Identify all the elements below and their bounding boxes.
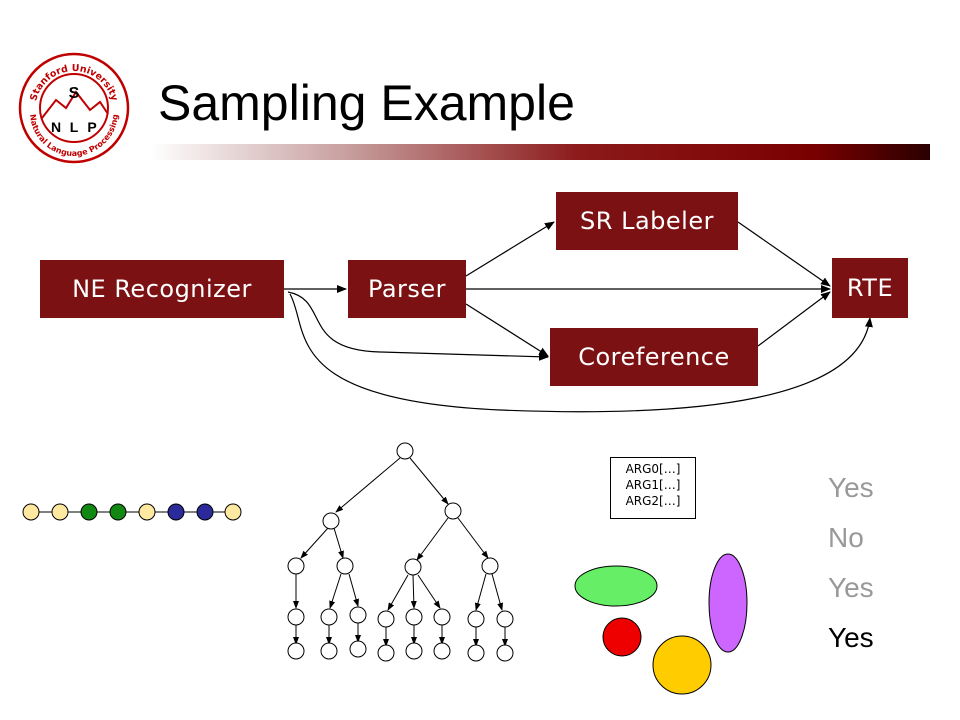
parser-box: Parser	[348, 260, 466, 318]
rte-answers: Yes No Yes Yes	[828, 472, 874, 672]
tree-node	[467, 610, 485, 628]
parse-tree	[293, 457, 508, 647]
tree-node	[496, 610, 514, 628]
tree-node	[396, 442, 414, 460]
srl-arg1: ARG1[…]	[625, 478, 681, 492]
tree-node	[287, 557, 305, 575]
logo-letter-s: S	[69, 85, 80, 102]
coref-cluster-red	[602, 617, 642, 657]
stanford-nlp-logo: Stanford University Natural Language Pro…	[18, 52, 130, 164]
tree-node	[405, 608, 423, 626]
tree-node	[444, 502, 462, 520]
ne-node	[196, 503, 214, 521]
tree-node	[433, 642, 451, 660]
arrow-sr-to-rte	[737, 221, 831, 287]
ne-node	[51, 503, 69, 521]
logo-letter-l: L	[70, 119, 79, 135]
title-underline-bar	[150, 144, 930, 160]
tree-node	[287, 642, 305, 660]
tree-node	[320, 642, 338, 660]
tree-node	[349, 640, 367, 658]
slide-title: Sampling Example	[158, 75, 575, 131]
tree-node	[322, 512, 340, 530]
sr-labeler-box: SR Labeler	[556, 192, 738, 250]
arrow-ne-to-coref	[287, 291, 549, 361]
logo-letter-p: P	[87, 119, 96, 135]
srl-arg2: ARG2[…]	[625, 494, 681, 508]
tree-node	[320, 608, 338, 626]
coref-clusters	[574, 553, 748, 695]
tree-node	[377, 644, 395, 662]
answer-sample-3: Yes	[828, 572, 874, 603]
srl-arg0: ARG0[…]	[625, 462, 681, 476]
ne-node	[224, 503, 242, 521]
tree-node	[287, 608, 305, 626]
arrow-coref-to-rte	[757, 291, 831, 347]
ne-node	[138, 503, 156, 521]
ne-node	[80, 503, 98, 521]
coreference-box: Coreference	[550, 328, 758, 386]
coref-cluster-yellow	[652, 635, 712, 695]
ne-chain	[22, 503, 242, 521]
arrow-parser-to-coref	[465, 303, 549, 357]
ne-node	[22, 503, 40, 521]
answer-sample-2: No	[828, 522, 864, 553]
tree-node	[404, 558, 422, 576]
logo-letter-n: N	[51, 119, 61, 135]
tree-node	[349, 606, 367, 624]
answer-sample-1: Yes	[828, 472, 874, 503]
tree-node	[496, 644, 514, 662]
rte-box: RTE	[832, 258, 908, 318]
ne-node	[109, 503, 127, 521]
tree-node	[377, 610, 395, 628]
parse-tree-nodes	[287, 442, 514, 662]
arrow-parser-to-sr	[465, 221, 555, 277]
ne-node	[167, 503, 185, 521]
arrow-ne-to-rte	[289, 293, 873, 413]
srl-output-box: ARG0[…] ARG1[…] ARG2[…]	[610, 457, 696, 519]
coref-cluster-green	[574, 565, 658, 607]
answer-final: Yes	[828, 622, 874, 653]
tree-node	[481, 557, 499, 575]
tree-node	[467, 644, 485, 662]
coref-cluster-purple	[708, 553, 748, 653]
tree-node	[433, 608, 451, 626]
tree-node	[405, 642, 423, 660]
tree-node	[336, 557, 354, 575]
ne-recognizer-box: NE Recognizer	[40, 260, 284, 318]
